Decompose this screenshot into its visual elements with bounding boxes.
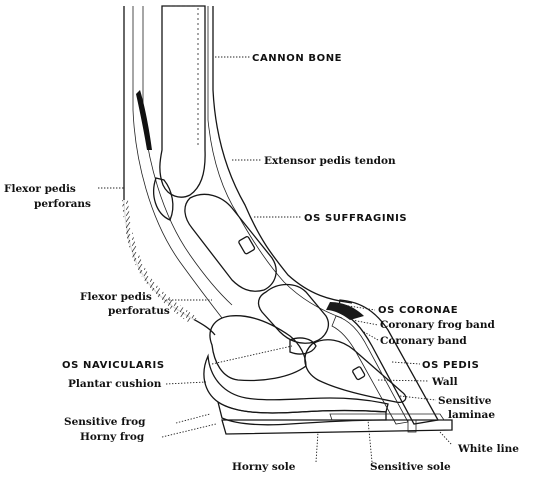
os-pedis-bone	[305, 340, 406, 403]
label-cannon-bone: CANNON BONE	[252, 53, 342, 64]
label-white-line: White line	[457, 443, 519, 455]
sensitive-sole	[330, 414, 444, 420]
label-horny-frog: Horny frog	[80, 431, 145, 443]
label-coronary-band: Coronary band	[380, 335, 467, 347]
leader-lines	[98, 57, 452, 462]
os-pedis-marker	[352, 366, 365, 380]
os-suffraginis-bone	[185, 194, 276, 291]
plantar-cushion	[210, 316, 306, 381]
label-sensitive-laminae-line2: laminae	[448, 409, 495, 421]
label-sensitive-sole: Sensitive sole	[370, 461, 451, 473]
horny-frog	[218, 402, 386, 425]
os-coronae-bone	[259, 285, 329, 344]
os-suffraginis-marker	[238, 236, 255, 254]
flexor-perforatus-tendon	[143, 6, 232, 305]
cannon-bone-medulla	[170, 6, 198, 145]
sensitive-frog	[204, 356, 388, 413]
label-flexor-perforans-line2: perforans	[34, 198, 91, 210]
label-extensor-pedis-tendon: Extensor pedis tendon	[264, 155, 396, 167]
label-os-pedis: OS PEDIS	[422, 360, 479, 371]
posterior-hair-outline	[124, 6, 215, 335]
label-os-coronae: OS CORONAE	[378, 305, 458, 316]
label-flexor-perforatus-line1: Flexor pedis	[80, 291, 152, 303]
sensitive-laminae	[332, 316, 408, 424]
label-sensitive-laminae-line1: Sensitive	[438, 395, 492, 407]
label-os-navicularis: OS NAVICULARIS	[62, 360, 165, 371]
label-horny-sole: Horny sole	[232, 461, 296, 473]
labels: CANNON BONE Extensor pedis tendon Flexor…	[4, 53, 519, 473]
label-os-suffraginis: OS SUFFRAGINIS	[304, 213, 407, 224]
label-flexor-perforans-line1: Flexor pedis	[4, 183, 76, 195]
label-coronary-frog-band: Coronary frog band	[380, 319, 495, 331]
horny-sole	[222, 420, 452, 434]
suspensory-dark-band	[136, 90, 152, 150]
label-sensitive-frog: Sensitive frog	[64, 416, 146, 428]
label-plantar-cushion: Plantar cushion	[68, 378, 162, 390]
label-flexor-perforatus-line2: perforatus	[108, 305, 170, 317]
label-wall: Wall	[431, 376, 458, 388]
